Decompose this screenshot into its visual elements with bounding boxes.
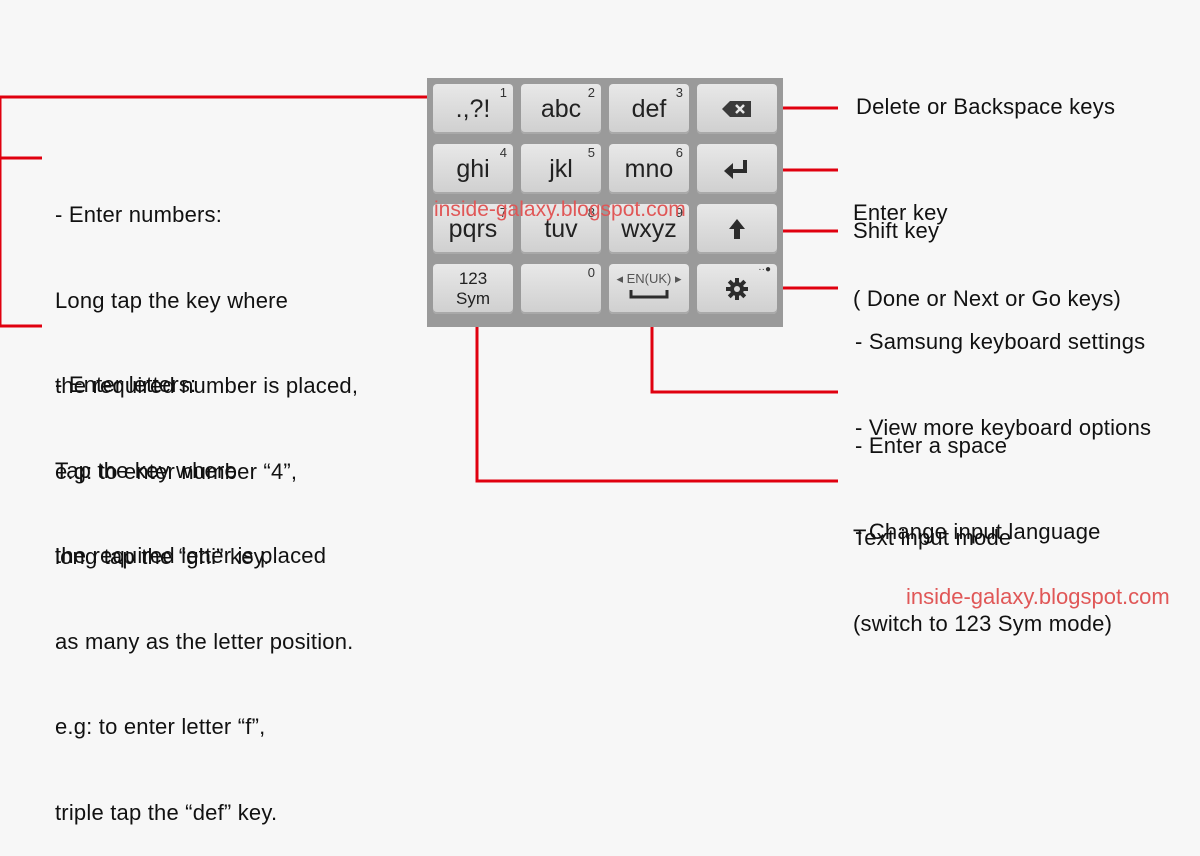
settings-line: - View more keyboard options <box>855 414 1152 440</box>
key-number: 6 <box>675 145 683 160</box>
key-number: 8 <box>587 205 595 220</box>
numbers-annotation: - Enter numbers: Long tap the key where … <box>55 144 358 600</box>
key-label: pqrs <box>448 214 498 243</box>
key-label: wxyz <box>621 214 677 243</box>
key-4-ghi[interactable]: ghi 4 <box>433 144 513 194</box>
key-label: jkl <box>549 154 573 183</box>
samsung-keyboard: .,?! 1 abc 2 def 3 ghi 4 jkl 5 mno 6 pqr… <box>427 78 783 327</box>
chevron-left-icon: ◂ <box>616 271 623 286</box>
key-number: 1 <box>499 85 507 100</box>
key-2-abc[interactable]: abc 2 <box>521 84 601 134</box>
letters-line: as many as the letter position. <box>55 628 354 654</box>
shift-arrow-icon <box>729 219 745 239</box>
letters-line: - Enter letters: <box>55 372 197 397</box>
chevron-right-icon: ▸ <box>675 271 682 286</box>
enter-line: ( Done or Next or Go keys) <box>853 285 1122 311</box>
key-9-wxyz[interactable]: wxyz 9 <box>609 204 689 254</box>
space-line: - Change input language <box>855 518 1101 544</box>
delete-annotation: Delete or Backspace keys <box>856 94 1116 119</box>
letters-line: Tap the key where <box>55 457 237 483</box>
numbers-line: - Enter numbers: <box>55 202 223 227</box>
key-label: .,?! <box>455 94 491 123</box>
key-label: tuv <box>544 214 578 243</box>
mode-annotation: Text input mode (switch to 123 Sym mode) <box>853 467 1112 667</box>
letters-annotation: - Enter letters: Tap the key where the r… <box>55 314 353 856</box>
key-6-mno[interactable]: mno 6 <box>609 144 689 194</box>
space-pointer-line <box>650 306 838 394</box>
key-number: 4 <box>499 145 507 160</box>
key-number: 7 <box>499 205 507 220</box>
sym-key-line2: Sym <box>456 289 490 308</box>
settings-line: - Samsung keyboard settings <box>855 329 1146 354</box>
sym-mode-key[interactable]: 123 Sym <box>433 264 513 314</box>
key-label: abc <box>540 94 582 123</box>
key-number: 2 <box>587 85 595 100</box>
numbers-line: the required number is placed, <box>55 373 359 398</box>
numbers-line: e.g: to enter number “4”, <box>55 458 298 484</box>
backspace-icon <box>722 101 751 117</box>
footer-watermark: inside-galaxy.blogspot.com <box>906 584 1170 609</box>
enter-annotation: Enter key ( Done or Next or Go keys) <box>853 142 1121 342</box>
settings-key[interactable]: ··● <box>697 264 777 314</box>
shift-annotation: Shift key <box>853 218 940 243</box>
key-number: 5 <box>587 145 595 160</box>
key-5-jkl[interactable]: jkl 5 <box>521 144 601 194</box>
enter-key[interactable] <box>697 144 777 194</box>
numbers-line: long tap the “ghi” key. <box>55 544 270 569</box>
key-8-tuv[interactable]: tuv 8 <box>521 204 601 254</box>
left-bracket-line <box>0 95 430 328</box>
delete-key[interactable] <box>697 84 777 134</box>
sym-key-line1: 123 <box>458 269 488 288</box>
key-7-pqrs[interactable]: pqrs 7 <box>433 204 513 254</box>
mode-line: (switch to 123 Sym mode) <box>853 610 1113 636</box>
key-number: 9 <box>675 205 683 220</box>
key-0[interactable]: 0 <box>521 264 601 314</box>
space-annotation: - Enter a space - Change input language <box>855 375 1101 575</box>
key-number: 3 <box>675 85 683 100</box>
key-label: ghi <box>456 154 490 183</box>
mode-line: Text input mode <box>853 525 1012 550</box>
space-line: - Enter a space <box>855 433 1008 458</box>
key-1-punctuation[interactable]: .,?! 1 <box>433 84 513 134</box>
letters-line: e.g: to enter letter “f”, <box>55 714 266 739</box>
mode-pointer-line <box>475 310 838 483</box>
numbers-line: Long tap the key where <box>55 287 289 313</box>
shift-key[interactable] <box>697 204 777 254</box>
key-3-def[interactable]: def 3 <box>609 84 689 134</box>
language-label: EN(UK) <box>626 271 672 286</box>
microphone-icon: ··● <box>758 264 771 275</box>
letters-line: triple tap the “def” key. <box>55 799 278 825</box>
enter-arrow-icon <box>724 160 747 179</box>
key-number: 0 <box>587 265 595 280</box>
key-label: def <box>631 94 667 123</box>
settings-annotation: - Samsung keyboard settings - View more … <box>855 271 1151 471</box>
space-key[interactable]: ◂ EN(UK) ▸ <box>609 264 689 314</box>
key-label: mno <box>624 154 674 183</box>
overlay-watermark: inside-galaxy.blogspot.com <box>434 198 686 221</box>
space-bar-icon <box>629 290 669 299</box>
gear-icon <box>726 278 748 300</box>
letters-line: the required letter is placed <box>55 543 327 568</box>
enter-line: Enter key <box>853 200 948 225</box>
